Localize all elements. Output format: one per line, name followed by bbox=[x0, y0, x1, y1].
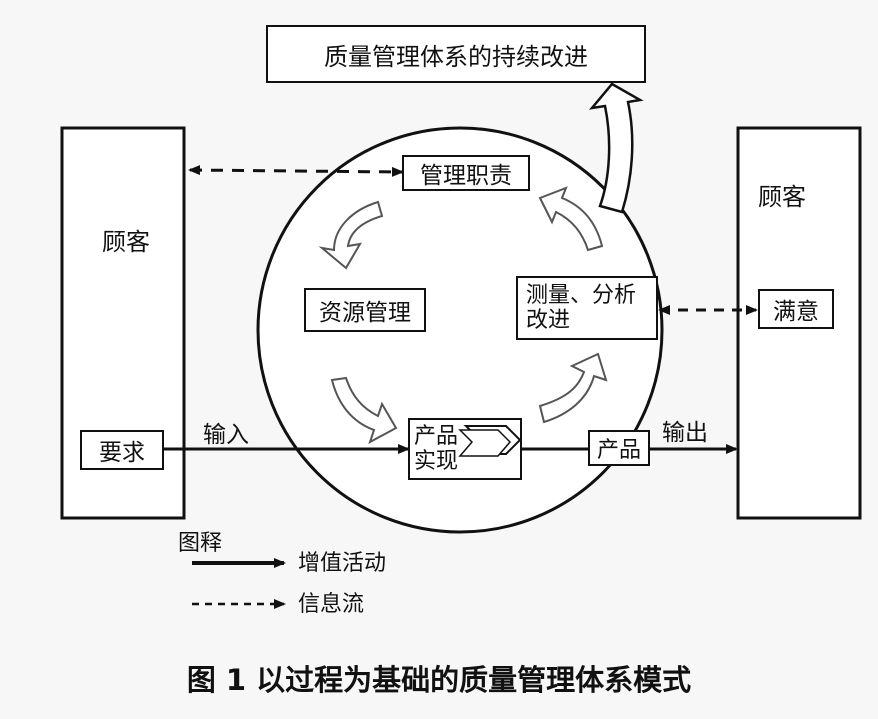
product-box: 产品 bbox=[588, 430, 650, 466]
improvement-arrow bbox=[588, 82, 644, 214]
legend-information-flow-label: 信息流 bbox=[298, 592, 365, 617]
requirement-box: 要求 bbox=[80, 430, 164, 470]
realization-label-line1: 产品 bbox=[414, 423, 459, 449]
cycle-arrow-1 bbox=[318, 200, 384, 270]
resource-management-box: 资源管理 bbox=[304, 288, 426, 332]
management-responsibility-label: 管理职责 bbox=[420, 163, 512, 189]
product-label: 产品 bbox=[596, 438, 641, 463]
right-customer-label: 顾客 bbox=[758, 183, 806, 211]
realization-chevron-icon bbox=[458, 425, 522, 457]
cycle-arrow-4 bbox=[538, 186, 604, 252]
cycle-arrow-3 bbox=[538, 352, 608, 424]
legend-title: 图释 bbox=[178, 531, 223, 556]
measurement-label-line2: 改进 bbox=[526, 308, 571, 333]
satisfaction-box: 满意 bbox=[758, 289, 834, 329]
product-realization-box: 产品 实现 bbox=[408, 418, 522, 480]
input-label: 输入 bbox=[203, 422, 249, 448]
realization-label-line2: 实现 bbox=[414, 449, 459, 474]
info-flow-top bbox=[188, 165, 404, 177]
cycle-arrow-2 bbox=[330, 376, 398, 445]
process-circle bbox=[256, 126, 664, 534]
left-customer-label: 顾客 bbox=[102, 228, 150, 256]
measurement-label-line1: 测量、分析 bbox=[526, 282, 637, 308]
output-label: 输出 bbox=[662, 420, 708, 446]
figure-caption: 图 1 以过程为基础的质量管理体系模式 bbox=[186, 663, 692, 697]
continuous-improvement-box: 质量管理体系的持续改进 bbox=[266, 25, 646, 83]
resource-management-label: 资源管理 bbox=[319, 300, 411, 326]
continuous-improvement-label: 质量管理体系的持续改进 bbox=[324, 42, 588, 71]
legend-value-added-label: 增值活动 bbox=[298, 551, 387, 576]
requirement-label: 要求 bbox=[99, 440, 145, 466]
management-responsibility-box: 管理职责 bbox=[402, 155, 530, 191]
measurement-analysis-box: 测量、分析 改进 bbox=[516, 276, 658, 340]
satisfaction-label: 满意 bbox=[773, 299, 819, 325]
